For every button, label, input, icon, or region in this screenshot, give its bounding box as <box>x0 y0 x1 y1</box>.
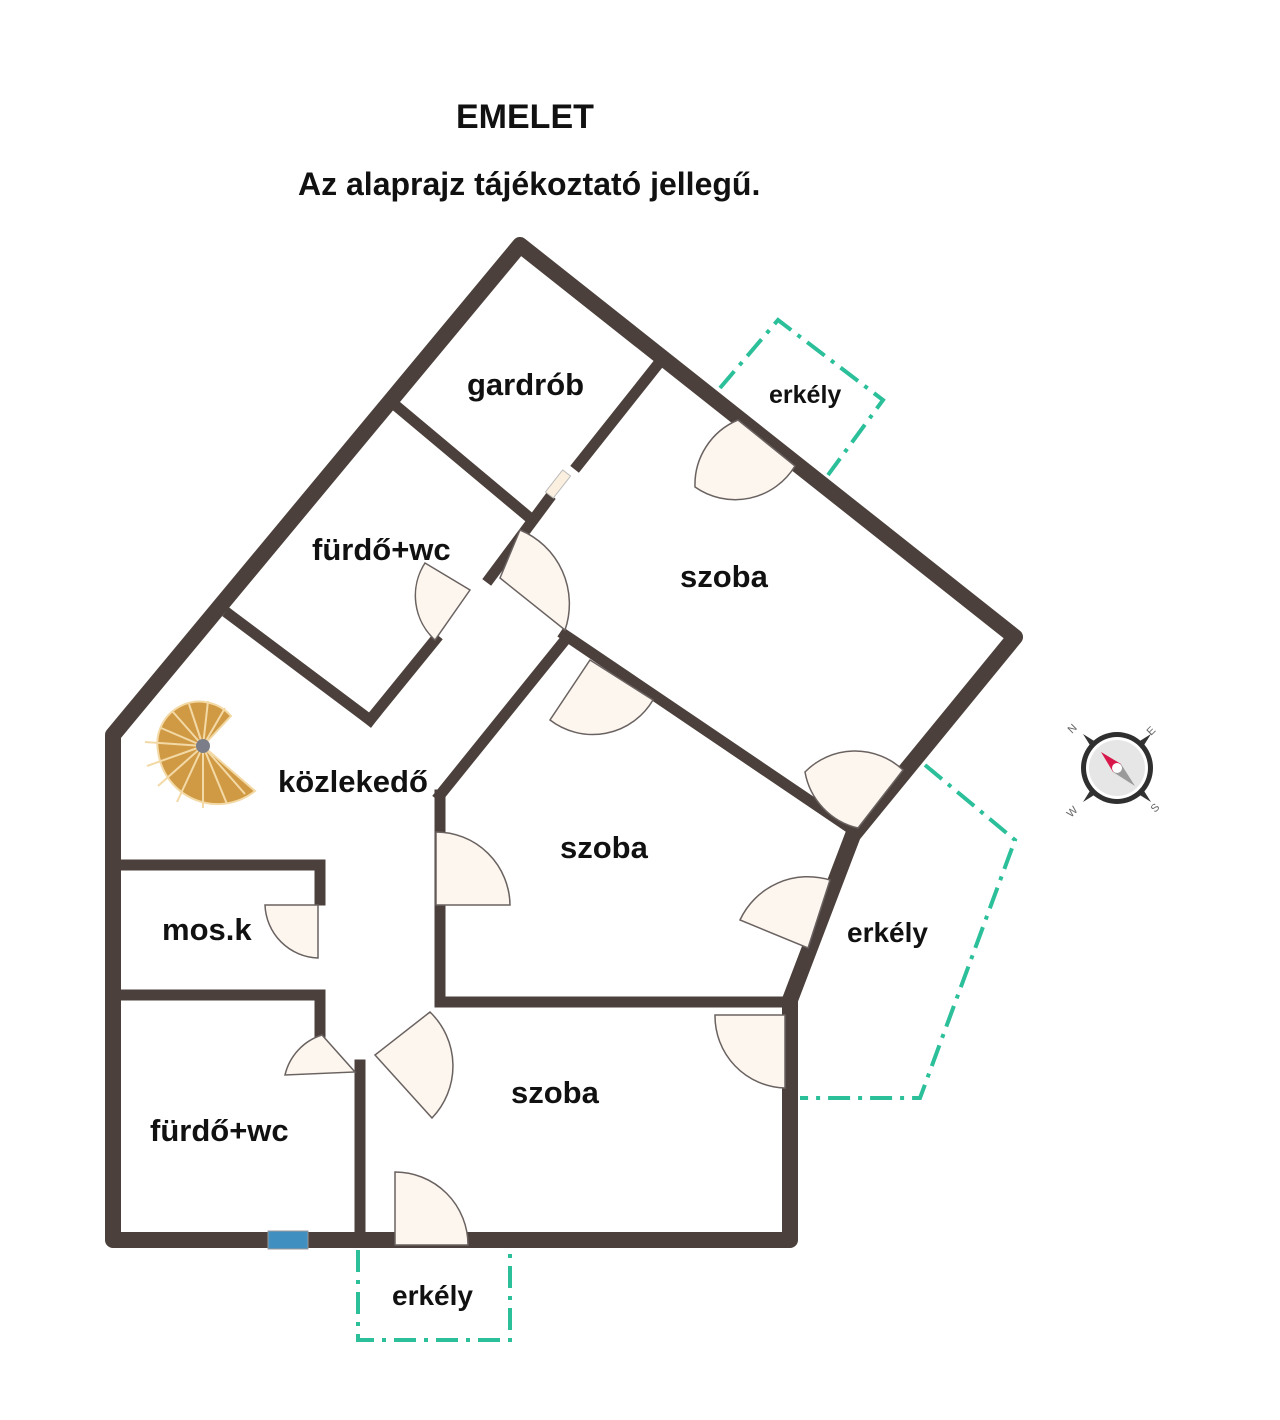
gardrob-opening <box>544 469 572 499</box>
balcony-right-outline <box>800 763 1018 1100</box>
outer-wall <box>105 237 1023 1248</box>
compass-s: S <box>1149 801 1163 815</box>
doors[interactable] <box>264 419 905 1246</box>
label-hallway: közlekedő <box>278 764 428 799</box>
label-room-top: szoba <box>680 559 769 594</box>
door-bath-upper <box>414 561 472 642</box>
label-gardrob: gardrób <box>467 367 584 402</box>
door-balcony-right-upper <box>804 750 905 829</box>
door-room-top <box>499 529 571 632</box>
label-bath-lower: fürdő+wc <box>150 1113 289 1148</box>
label-room-bottom: szoba <box>511 1075 600 1110</box>
label-room-middle: szoba <box>560 830 649 865</box>
window-icon <box>267 1230 309 1250</box>
compass-w: W <box>1065 804 1081 820</box>
label-balcony-right: erkély <box>847 917 928 948</box>
door-room-middle-left <box>435 831 511 906</box>
floor-title: EMELET <box>456 98 594 136</box>
door-bath-lower <box>284 1034 357 1076</box>
door-room-middle-top <box>548 658 655 736</box>
label-balcony-top: erkély <box>769 381 841 409</box>
door-balcony-bottom <box>394 1171 469 1246</box>
door-balcony-top <box>694 419 796 501</box>
door-laundry <box>264 904 319 959</box>
door-room-bottom-left <box>373 1011 454 1120</box>
balcony-top-outline <box>718 317 886 477</box>
door-room-bottom-right <box>714 1014 786 1089</box>
label-laundry: mos.k <box>162 912 252 947</box>
balcony-bottom-outline <box>356 1250 512 1342</box>
spiral-stairs <box>144 700 257 808</box>
compass-icon: N E S W <box>1065 722 1163 820</box>
door-balcony-right-lower <box>738 875 831 950</box>
compass-e: E <box>1145 724 1159 738</box>
disclaimer-text: Az alaprajz tájékoztató jellegű. <box>298 166 761 202</box>
compass-n: N <box>1066 722 1080 736</box>
label-bath-upper: fürdő+wc <box>312 532 451 567</box>
label-balcony-bottom: erkély <box>392 1280 473 1311</box>
